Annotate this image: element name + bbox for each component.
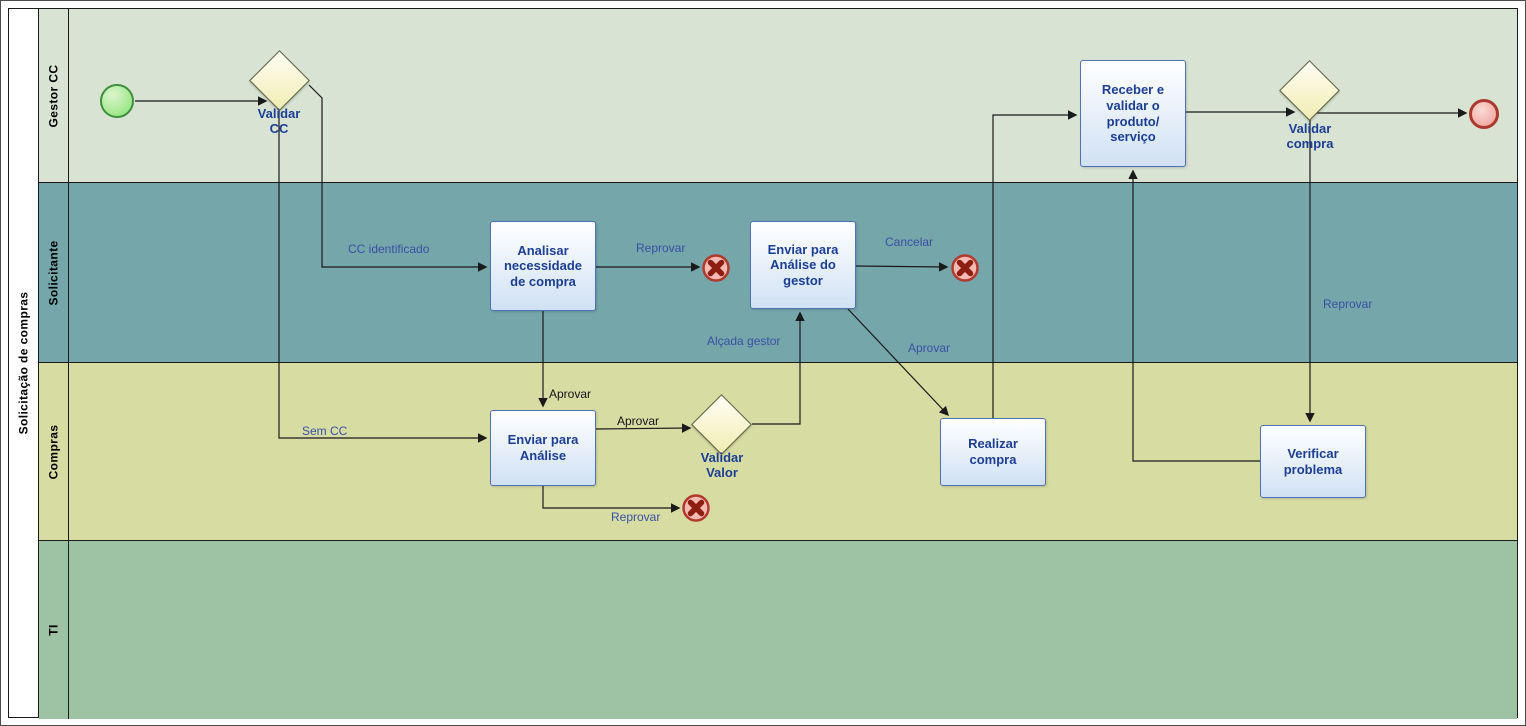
edge-label-aprovar-envio: Aprovar (549, 387, 592, 401)
task-verificar-problema[interactable]: Verificar problema (1260, 425, 1366, 498)
edge-label-alcada-gestor: Alçada gestor (707, 334, 781, 348)
cancel-end-event-cancelar[interactable] (950, 253, 980, 283)
cancel-end-event-reprovar-solicitante[interactable] (701, 253, 731, 283)
start-event[interactable] (100, 84, 134, 118)
task-analisar-necessidade[interactable]: Analisar necessidade de compra (490, 221, 596, 311)
pool-title-strip: Solicitação de compras (9, 9, 39, 717)
edge-label-reprovar-envio: Reprovar (611, 510, 661, 524)
lane-label-compras: Compras (39, 363, 69, 540)
edge-label-reprovar-compra: Reprovar (1323, 297, 1373, 311)
lane-label-text: TI (46, 624, 61, 636)
end-event[interactable] (1469, 99, 1499, 129)
lane-label-gestor-cc: Gestor CC (39, 9, 69, 182)
lane-label-text: Compras (46, 424, 61, 479)
task-enviar-analise-gestor[interactable]: Enviar para Análise do gestor (750, 221, 856, 309)
edge-label-cc-identificado: CC identificado (348, 242, 430, 256)
lane-label-text: Solicitante (46, 239, 61, 306)
edge-label-reprovar-analise: Reprovar (636, 241, 686, 255)
gateway-validar-compra-label: Validar compra (1286, 121, 1334, 151)
cancel-end-event-reprovar-compras[interactable] (681, 493, 711, 523)
edge-label-sem-cc: Sem CC (302, 424, 348, 438)
gateway-validar-valor-label: Validar Valor (700, 450, 744, 480)
lane-body-ti (69, 541, 1517, 719)
task-enviar-analise[interactable]: Enviar para Análise (490, 410, 596, 486)
edge-label-cancelar: Cancelar (885, 235, 934, 249)
bpmn-pool: Solicitação de compras Gestor CC Solicit… (8, 8, 1518, 719)
lane-label-ti: TI (39, 541, 69, 719)
edge-label-aprovar-validar-valor: Aprovar (617, 414, 660, 428)
task-realizar-compra[interactable]: Realizar compra (940, 418, 1046, 486)
edge-label-aprovar-gestor: Aprovar (908, 341, 951, 355)
gateway-validar-cc-label: Validar CC (257, 106, 301, 136)
pool-title: Solicitação de compras (16, 291, 31, 435)
lane-label-solicitante: Solicitante (39, 183, 69, 362)
lane-label-text: Gestor CC (46, 64, 61, 127)
task-receber-validar[interactable]: Receber e validar o produto/ serviço (1080, 60, 1186, 167)
lane-ti: TI (39, 541, 1517, 719)
